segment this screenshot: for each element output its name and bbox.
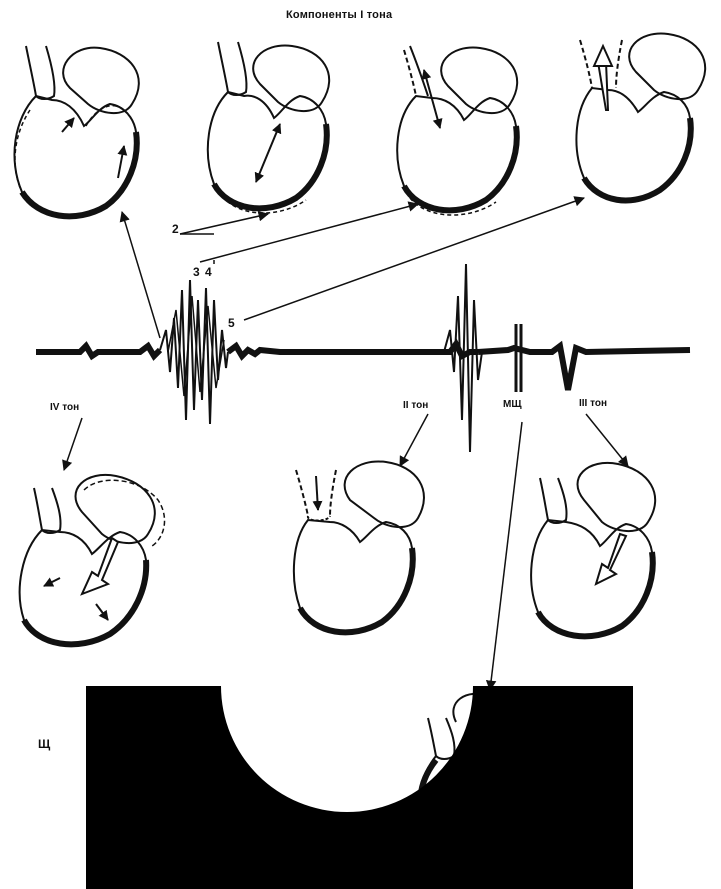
heart-3-aortic-opening bbox=[397, 46, 517, 215]
label-iv-tone: IV тон bbox=[50, 403, 79, 413]
phonocardiogram-trace bbox=[36, 264, 690, 452]
component-number-5: 5 bbox=[228, 317, 235, 329]
heart-1-atrial-contraction bbox=[14, 46, 138, 216]
label-ii-tone: II тон bbox=[403, 401, 428, 411]
diagram-title: Компоненты I тона bbox=[286, 10, 392, 21]
component-number-3-4: 3 4 bbox=[193, 266, 213, 278]
component-number-2: 2 bbox=[172, 223, 179, 235]
label-iii-tone: III тон bbox=[579, 399, 607, 409]
heart-ii-tone bbox=[294, 461, 424, 632]
occluding-black-arch bbox=[86, 686, 633, 889]
label-mcs: МЩ bbox=[503, 400, 522, 410]
heart-iii-tone bbox=[531, 463, 655, 636]
heart-2-mitral-closure bbox=[208, 42, 329, 213]
heart-4-ejection bbox=[576, 34, 705, 201]
partial-label-fragment: Щ bbox=[38, 738, 50, 750]
heart-iv-tone bbox=[20, 475, 165, 644]
